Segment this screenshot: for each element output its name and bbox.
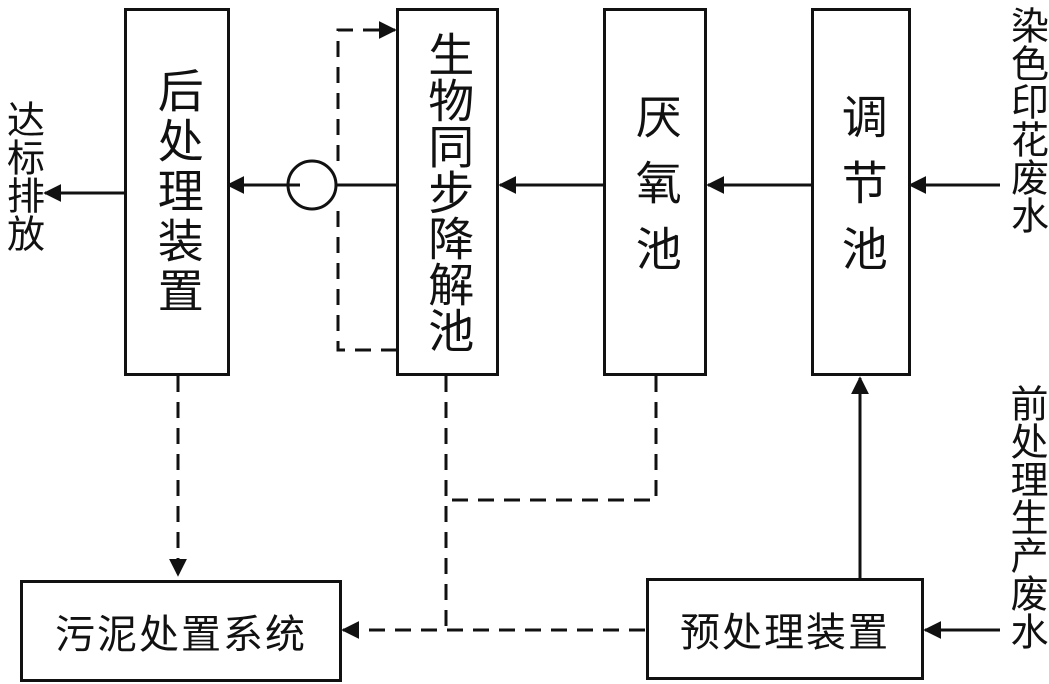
discharge-output-label: 达标排放 (0, 100, 45, 252)
regulating-text: 调节池 (834, 93, 889, 291)
dashed-anaerobic-sludge (446, 376, 658, 502)
pretreatment-label: 预处理装置 (646, 578, 924, 680)
dye-wastewater-input-label: 染色印花废水 (1004, 6, 1049, 234)
post-treatment-box (124, 8, 230, 376)
anaerobic-box (603, 8, 707, 376)
pre-wastewater-text: 前处理生产废水 (1004, 384, 1048, 650)
post-treatment-label: 后处理装置 (124, 8, 230, 376)
regulating-label: 调节池 (811, 8, 911, 376)
sludge-text: 污泥处置系统 (55, 612, 307, 658)
dashed-recirculation-loop (336, 30, 397, 352)
discharge-text: 达标排放 (0, 100, 45, 252)
anaerobic-text: 厌氧池 (628, 93, 683, 291)
sludge-label: 污泥处置系统 (20, 580, 342, 682)
pretreatment-text: 预处理装置 (680, 610, 890, 656)
post-treatment-text: 后处理装置 (150, 67, 205, 317)
anaerobic-label: 厌氧池 (603, 8, 707, 376)
bio-degradation-text: 生物同步降解池 (421, 31, 476, 353)
dye-wastewater-text: 染色印花废水 (1004, 6, 1049, 234)
bio-degradation-box (396, 8, 499, 376)
sludge-box (20, 580, 342, 682)
bio-degradation-label: 生物同步降解池 (396, 8, 499, 376)
pre-wastewater-input-label: 前处理生产废水 (1004, 384, 1048, 650)
regulating-box (811, 8, 911, 376)
pretreatment-box (646, 578, 924, 680)
